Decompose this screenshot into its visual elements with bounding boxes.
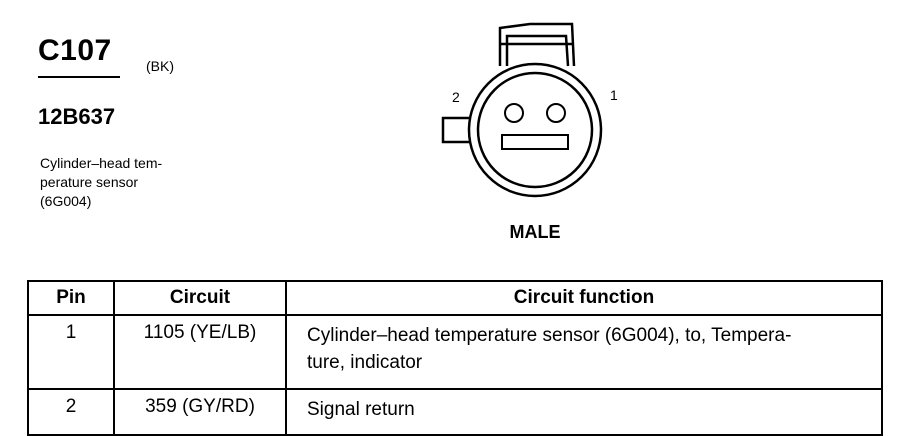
table-row: 2 359 (GY/RD) Signal return [27, 388, 883, 436]
connector-outer-shell [467, 62, 603, 198]
locking-tab [498, 22, 576, 67]
pin-label-1: 1 [610, 87, 618, 103]
description-line: (6G004) [40, 193, 92, 209]
circuit-function-cell: Cylinder–head temperature sensor (6G004)… [285, 314, 883, 390]
circuit-cell: 1105 (YE/LB) [113, 314, 287, 390]
pin-column-header: Pin [27, 280, 115, 316]
part-number: 12B637 [38, 104, 116, 129]
connector-face-diagram: 2 1 [441, 22, 618, 198]
view-label: MALE [509, 222, 561, 242]
circuit-function-cell: Signal return [285, 388, 883, 436]
side-key [441, 116, 470, 144]
connector-inner-face [476, 71, 594, 189]
pinout-table: Pin Circuit Circuit function 1 1105 (YE/… [27, 280, 883, 436]
connector-id: C107 [38, 34, 112, 67]
circuit-column-header: Circuit [113, 280, 287, 316]
pin-cell: 2 [27, 388, 115, 436]
description-line: Cylinder–head tem- [40, 155, 163, 171]
description-line: perature sensor [40, 174, 139, 190]
connector-description: Cylinder–head tem- perature sensor (6G00… [40, 154, 210, 211]
connector-color-code: (BK) [146, 58, 174, 74]
function-line: ture, indicator [307, 352, 423, 373]
function-line: Cylinder–head temperature sensor (6G004)… [307, 325, 792, 346]
connector-id-underline [38, 76, 120, 78]
pin-label-2: 2 [452, 89, 460, 105]
table-header-row: Pin Circuit Circuit function [27, 280, 883, 316]
pin-cell: 1 [27, 314, 115, 390]
pin-cavity-1 [546, 103, 566, 123]
table-row: 1 1105 (YE/LB) Cylinder–head temperature… [27, 314, 883, 390]
function-line: Signal return [307, 399, 415, 420]
circuit-function-column-header: Circuit function [285, 280, 883, 316]
circuit-cell: 359 (GY/RD) [113, 388, 287, 436]
key-slot [501, 134, 569, 150]
pin-cavity-2 [504, 103, 524, 123]
